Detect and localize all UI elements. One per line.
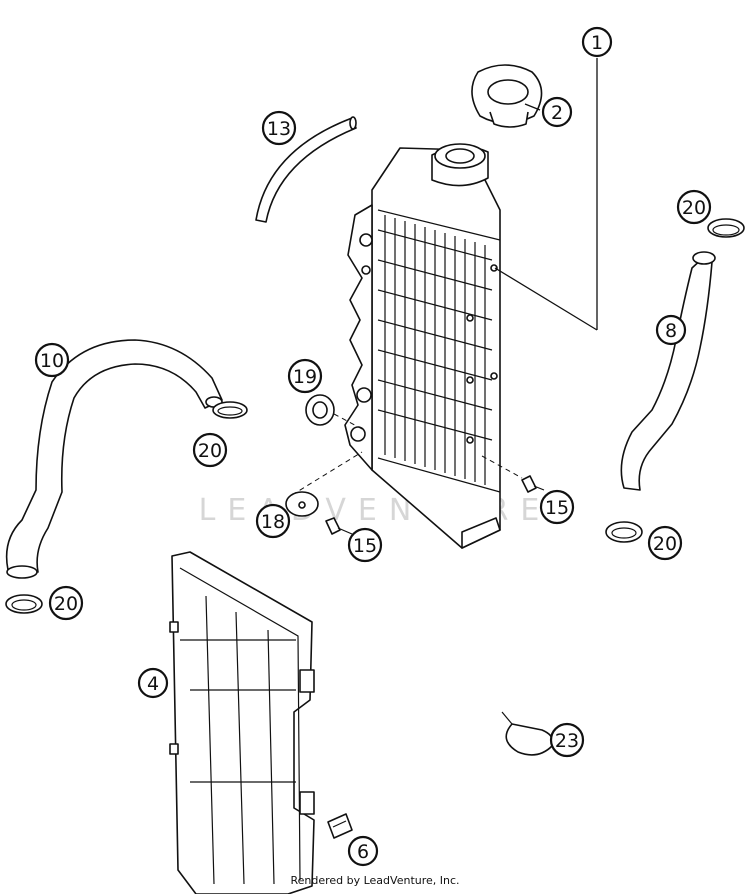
callout-20-a: 20 [676, 189, 712, 225]
svg-text:20: 20 [682, 197, 706, 219]
radiator-guard-part[interactable] [169, 551, 315, 894]
callout-23: 23 [549, 722, 585, 758]
radiator-part[interactable] [344, 143, 501, 549]
callout-20-c: 20 [48, 585, 84, 621]
svg-text:20: 20 [54, 593, 78, 615]
radiator-hose-right-part[interactable] [620, 251, 716, 491]
callout-19: 19 [287, 358, 323, 394]
svg-text:10: 10 [40, 350, 64, 372]
radiator-core [377, 215, 493, 485]
screw-part[interactable] [325, 517, 353, 535]
radiator-hose-left-part[interactable] [5, 339, 223, 579]
leader-lines [291, 58, 598, 496]
screw-part-2[interactable] [521, 475, 545, 493]
washer-part[interactable] [285, 491, 319, 517]
svg-text:8: 8 [665, 320, 677, 342]
callout-15-a: 15 [347, 527, 383, 563]
footer-credit: Rendered by LeadVenture, Inc. [290, 874, 460, 887]
callout-1: 1 [581, 26, 613, 58]
svg-text:20: 20 [198, 440, 222, 462]
svg-text:20: 20 [653, 533, 677, 555]
svg-text:6: 6 [357, 841, 369, 863]
cable-tie-part[interactable] [501, 711, 554, 756]
callout-15-b: 15 [539, 489, 575, 525]
svg-text:2: 2 [551, 102, 563, 124]
callout-6: 6 [347, 835, 379, 867]
callout-13: 13 [261, 110, 297, 146]
svg-text:15: 15 [353, 535, 377, 557]
hose-clamp-part-1[interactable] [707, 218, 745, 238]
grommet-part[interactable] [305, 394, 335, 426]
rubber-bushing-part[interactable] [327, 813, 353, 839]
radiator-cap-part[interactable] [471, 64, 543, 128]
svg-text:18: 18 [261, 511, 285, 533]
svg-text:4: 4 [147, 673, 159, 695]
callout-8: 8 [655, 314, 687, 346]
callout-2: 2 [541, 96, 573, 128]
callout-20-d: 20 [647, 525, 683, 561]
callout-20-b: 20 [192, 432, 228, 468]
svg-text:15: 15 [545, 497, 569, 519]
svg-text:13: 13 [267, 118, 291, 140]
hose-clamp-part-4[interactable] [605, 521, 643, 543]
hose-clamp-part-3[interactable] [5, 594, 43, 614]
svg-text:23: 23 [555, 730, 579, 752]
overflow-hose-part[interactable] [255, 116, 357, 223]
callout-10: 10 [34, 342, 70, 378]
svg-text:19: 19 [293, 366, 317, 388]
svg-text:1: 1 [591, 32, 603, 54]
hose-clamp-part-2[interactable] [212, 401, 248, 419]
callout-4: 4 [137, 667, 169, 699]
callout-18: 18 [255, 503, 291, 539]
